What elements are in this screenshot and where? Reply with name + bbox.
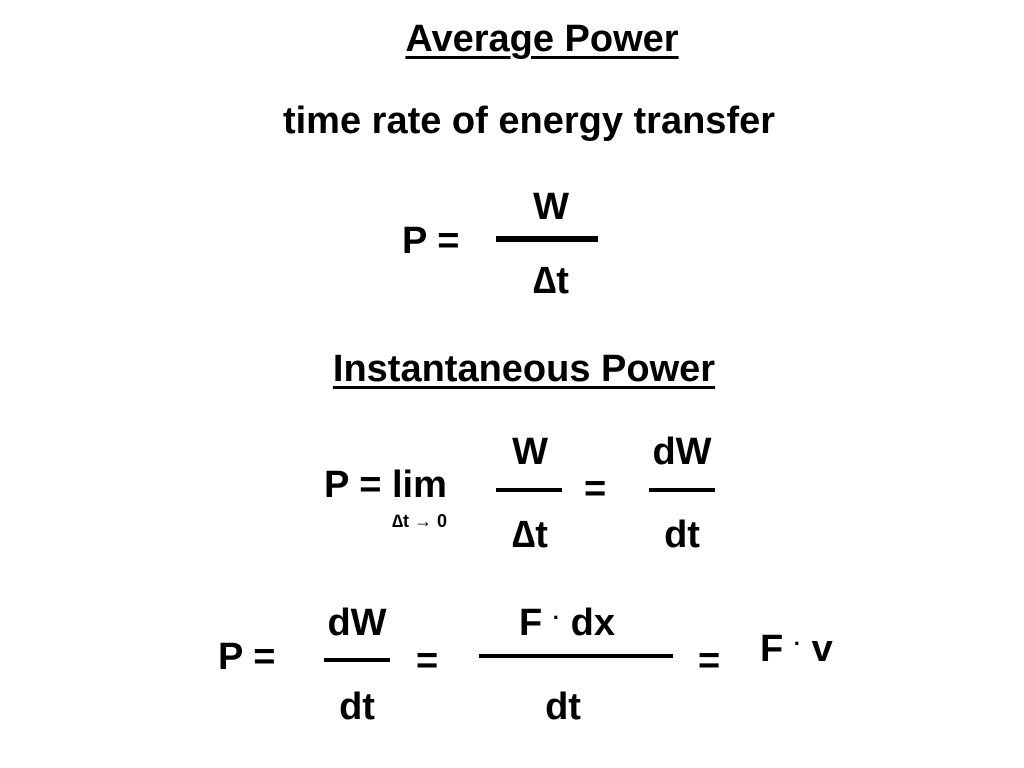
fraction-numerator: W: [512, 431, 548, 473]
average-power-subheading: time rate of energy transfer: [282, 100, 776, 142]
fraction-bar: [496, 488, 562, 492]
average-power-heading: Average Power: [405, 18, 679, 60]
equation-lhs: P =: [402, 220, 460, 262]
limit-subscript: ∆t → 0: [392, 511, 448, 531]
fraction-bar: [479, 654, 673, 658]
result-expression: F · v: [760, 630, 833, 668]
fraction-denominator: ∆t: [533, 260, 569, 302]
fraction-denominator: dt: [545, 686, 581, 728]
equation-lhs-limit: P = lim: [324, 464, 447, 506]
fraction-numerator: F · dx: [519, 604, 615, 642]
instantaneous-power-heading: Instantaneous Power: [332, 348, 716, 390]
fraction-denominator: ∆t: [512, 514, 548, 556]
equals-sign: =: [416, 640, 439, 682]
fraction-bar: [649, 488, 715, 492]
equation-lhs: P =: [218, 636, 276, 678]
force-symbol: F: [760, 628, 784, 670]
fraction-numerator: dW: [327, 602, 387, 644]
displacement-symbol: dx: [570, 602, 616, 644]
fraction-bar: [496, 236, 598, 242]
fraction-denominator: dt: [664, 514, 700, 556]
fraction-denominator: dt: [339, 686, 375, 728]
dot-product-operator: ·: [552, 605, 561, 630]
equals-sign: =: [584, 468, 607, 510]
force-symbol: F: [518, 602, 543, 644]
fraction-numerator: dW: [652, 431, 712, 473]
fraction-bar: [324, 658, 390, 662]
equals-sign: =: [698, 640, 721, 682]
fraction-numerator: W: [533, 186, 569, 228]
dot-product-operator: ·: [793, 631, 802, 656]
velocity-symbol: v: [811, 628, 833, 670]
